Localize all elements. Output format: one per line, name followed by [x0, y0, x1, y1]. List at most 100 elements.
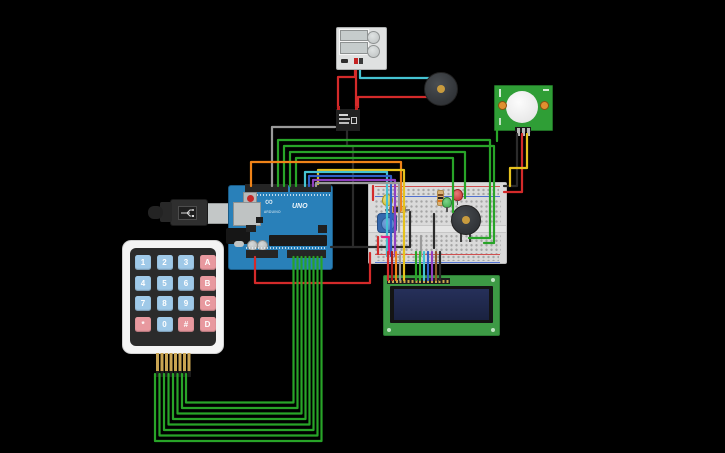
keypad-key-*[interactable]: * — [135, 316, 151, 332]
arduino-header-bottom-right[interactable] — [287, 250, 326, 258]
keypad-key-2[interactable]: 2 — [156, 255, 173, 270]
wire-green-keypad-8[interactable] — [184, 255, 295, 404]
wire-green-keypad-5[interactable] — [171, 255, 307, 421]
relay-label-line — [339, 114, 348, 116]
keypad-key-#[interactable]: # — [178, 316, 194, 332]
resistor-band — [396, 207, 398, 212]
relay-module[interactable] — [335, 106, 361, 132]
usb-cable-neck — [160, 202, 172, 222]
wire-green-keypad-2[interactable] — [158, 255, 319, 437]
relay-label-line — [339, 118, 350, 120]
wire-purple-arduino-breadboard[interactable] — [311, 178, 397, 258]
keypad-key-1[interactable]: 1 — [135, 255, 151, 270]
wire-green-bundle-3[interactable] — [288, 150, 467, 200]
lcd-mount-hole — [491, 278, 495, 282]
arduino-model-text: UNO — [292, 203, 308, 210]
arduino-logo-text: ARDUINO — [264, 210, 281, 214]
breadboard-rail-positive-bottom — [375, 253, 500, 255]
keypad-key-C[interactable]: C — [199, 296, 216, 311]
wire-black-module-down[interactable] — [345, 129, 355, 249]
pir-silkscreen-mark — [543, 89, 549, 91]
keypad-key-3[interactable]: 3 — [178, 255, 194, 270]
wire-red-module-buzzer[interactable] — [356, 95, 436, 111]
arduino-icsp-header — [318, 225, 327, 233]
keypad-key-4[interactable]: 4 — [135, 275, 151, 291]
wire-cyan-arduino-breadboard[interactable] — [303, 170, 389, 258]
keypad-key-D[interactable]: D — [199, 316, 216, 332]
arduino-logo-infinity: ∞ — [265, 196, 273, 208]
wire-black-pir[interactable] — [502, 132, 519, 188]
pir-dome — [506, 91, 538, 123]
lcd-pins — [388, 279, 449, 283]
usb-cable-end — [148, 206, 163, 219]
lcd-mount-hole — [387, 328, 391, 332]
wire-yellow-pir[interactable] — [508, 132, 529, 188]
arduino-header-bottom-left[interactable] — [246, 250, 278, 258]
wire-green-keypad-3[interactable] — [162, 255, 315, 432]
wire-green-keypad-6[interactable] — [176, 255, 303, 415]
arduino-header-top-right[interactable] — [290, 184, 331, 192]
lcd-display[interactable] — [383, 275, 500, 336]
piezo-buzzer-top[interactable] — [424, 72, 458, 106]
wire-green-bundle-1[interactable] — [276, 138, 492, 240]
resistor-band — [393, 207, 395, 212]
pir-pin — [527, 128, 530, 136]
keypad-key-6[interactable]: 6 — [178, 275, 194, 291]
breadboard-holes-rail-bottom[interactable] — [376, 255, 499, 261]
piezo-center-dot — [437, 85, 445, 93]
power-supply-terminal-negative[interactable] — [359, 58, 363, 64]
arduino-reset-cap — [246, 194, 254, 202]
keypad-key-7[interactable]: 7 — [135, 296, 151, 311]
wire-green-bundle-4[interactable] — [294, 156, 455, 214]
wire-blue-arduino-breadboard[interactable] — [307, 174, 393, 258]
wire-green-bundle-2[interactable] — [282, 144, 496, 245]
led-green[interactable] — [442, 197, 452, 212]
arduino-regulator — [246, 225, 256, 232]
pir-pin — [522, 128, 525, 136]
pir-sensor[interactable] — [494, 85, 553, 136]
resistor-lead — [405, 209, 410, 211]
wire-orange-arduino-breadboard[interactable] — [249, 160, 403, 212]
keypad-pins — [156, 353, 191, 371]
power-supply-knob-bottom[interactable] — [367, 45, 380, 58]
usb-symbol — [178, 206, 197, 220]
arduino-component-black — [256, 217, 263, 223]
wire-gray-arduino-breadboard[interactable] — [314, 181, 401, 234]
power-supply-terminal-positive[interactable] — [354, 58, 358, 64]
arduino-header-top-left[interactable] — [245, 184, 288, 192]
wire-black-arduino-breadboard[interactable] — [329, 210, 412, 249]
keypad-key-B[interactable]: B — [199, 275, 216, 291]
power-supply[interactable] — [336, 27, 387, 70]
keypad-key-8[interactable]: 8 — [156, 296, 173, 311]
wire-green-keypad-1[interactable] — [153, 255, 323, 443]
arduino-pin-labels-top — [245, 194, 331, 196]
power-supply-button[interactable] — [341, 59, 348, 63]
pir-trimmer-right[interactable] — [540, 101, 549, 110]
pir-trimmer-left[interactable] — [498, 101, 507, 110]
wire-red-pir[interactable] — [502, 132, 524, 194]
lcd-screen — [394, 289, 489, 320]
lcd-mount-hole — [491, 328, 495, 332]
pir-pin — [517, 128, 520, 136]
keypad-key-5[interactable]: 5 — [156, 275, 173, 291]
keypad-key-0[interactable]: 0 — [156, 316, 173, 332]
breadboard-rail-negative-bottom — [375, 261, 500, 263]
piezo-buzzer-breadboard[interactable] — [451, 205, 481, 242]
breadboard-rail-positive-top — [375, 185, 500, 187]
wire-magenta-jumper[interactable] — [380, 235, 391, 256]
wire-green-keypad-7[interactable] — [180, 255, 299, 410]
lcd-pin-header[interactable] — [387, 278, 450, 284]
keypad-key-9[interactable]: 9 — [178, 296, 194, 311]
wire-green-keypad-4[interactable] — [167, 255, 311, 426]
power-supply-knob-top[interactable] — [367, 31, 380, 44]
keypad-key-A[interactable]: A — [199, 255, 216, 270]
breadboard-center-channel — [369, 225, 506, 233]
wire-gray-module-arduino[interactable] — [270, 125, 337, 188]
led-red-lead — [456, 200, 458, 205]
arduino-power-jack — [226, 228, 250, 244]
piezo-body — [451, 205, 481, 235]
arduino-uno[interactable]: ∞ ARDUINO UNO — [226, 184, 333, 270]
